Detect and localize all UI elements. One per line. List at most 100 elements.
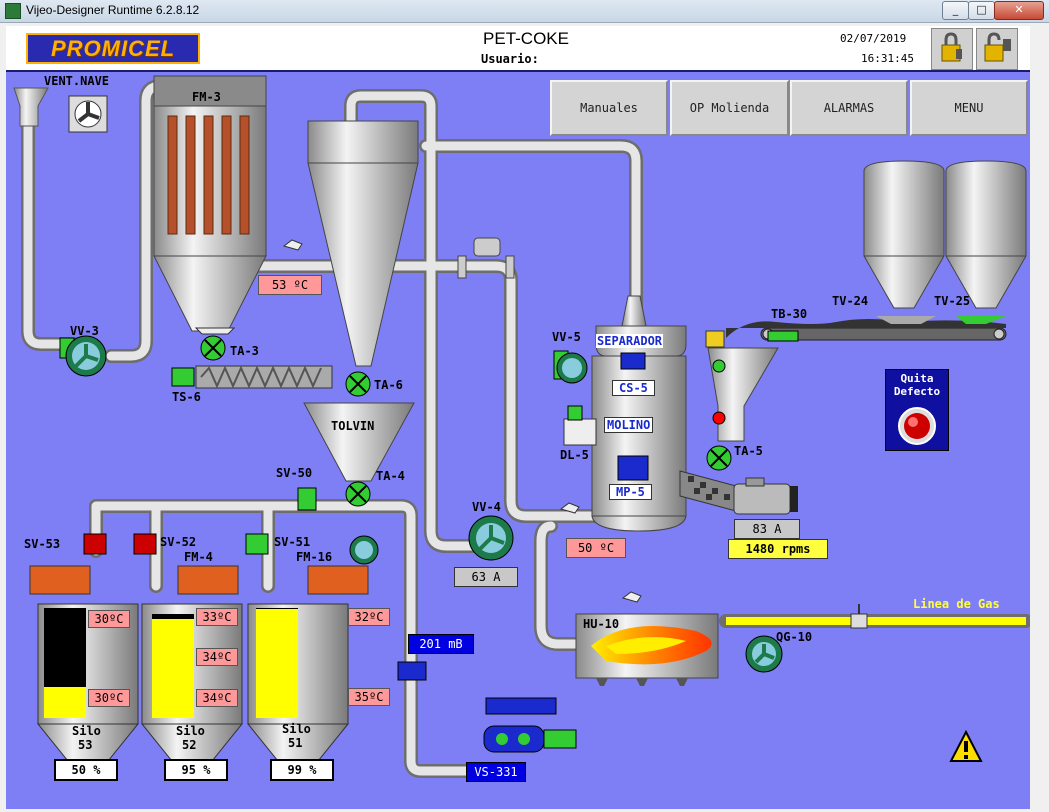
- silo51-number: 51: [288, 736, 303, 750]
- motor-mp5[interactable]: [733, 477, 798, 515]
- quita-defecto-label: Quita Defecto: [893, 372, 941, 398]
- temperature-sensors: [282, 239, 642, 603]
- temp-fm3-value: 53 ºC: [258, 275, 322, 295]
- fan-vv4[interactable]: [468, 515, 514, 561]
- current-time: 16:31:45: [861, 52, 914, 65]
- fan-qg10[interactable]: [745, 635, 783, 673]
- temp-separator-value: 50 ºC: [566, 538, 626, 558]
- amps-vv4-value: 63 A: [454, 567, 518, 587]
- label-ts6: TS-6: [172, 390, 201, 404]
- pressure-transmitter: [397, 661, 427, 681]
- valve-sv53[interactable]: [83, 533, 107, 555]
- rpm-mp5-value: 1480 rpms: [728, 539, 828, 559]
- rotary-valves[interactable]: [194, 327, 732, 507]
- logout-lock-button[interactable]: [976, 28, 1018, 70]
- op-molienda-button[interactable]: OP Molienda: [670, 80, 789, 136]
- page-title: PET-COKE: [483, 29, 569, 48]
- manuales-button[interactable]: Manuales: [550, 80, 668, 136]
- silo52-temp-top: 33ºC: [196, 608, 238, 626]
- silo52-number: 52: [182, 738, 197, 752]
- label-dl5: DL-5: [560, 448, 589, 462]
- silo51-name: Silo: [282, 722, 311, 736]
- silo52-percent: 95 %: [164, 759, 228, 781]
- menu-button[interactable]: MENU: [910, 80, 1028, 136]
- silo51-temp-top: 32ºC: [348, 608, 390, 626]
- app-icon: [5, 3, 21, 19]
- label-molino: MOLINO: [604, 417, 654, 433]
- label-qg10: QG-10: [776, 630, 813, 644]
- storage-silos: [863, 160, 1027, 324]
- silo53-number: 53: [78, 738, 93, 752]
- label-tolvin: TOLVIN: [331, 419, 375, 433]
- pressure-value: 201 mB: [408, 634, 474, 654]
- valve-sv52[interactable]: [133, 533, 157, 555]
- label-tv25: TV-25: [934, 294, 971, 308]
- maximize-button[interactable]: □: [968, 1, 995, 20]
- label-mp5: MP-5: [609, 484, 652, 500]
- tolvin-hopper: [303, 402, 415, 482]
- fan-vv3[interactable]: [59, 335, 107, 377]
- current-date: 02/07/2019: [840, 32, 907, 45]
- label-fm3: FM-3: [192, 90, 221, 104]
- amps-mp5-value: 83 A: [734, 519, 800, 539]
- label-vv4: VV-4: [472, 500, 501, 514]
- device-dl5[interactable]: [563, 405, 597, 446]
- login-lock-button[interactable]: [931, 28, 973, 70]
- vent-stack: [13, 87, 49, 127]
- valve-sv50[interactable]: [297, 487, 317, 511]
- motor-ts6[interactable]: [171, 367, 195, 387]
- label-ta6: TA-6: [374, 378, 403, 392]
- fan-vv5[interactable]: [553, 350, 588, 384]
- label-separador: SEPARADOR: [596, 334, 664, 348]
- silo52-name: Silo: [176, 724, 205, 738]
- silo53-percent: 50 %: [54, 759, 118, 781]
- valve-sv51[interactable]: [245, 533, 269, 555]
- minimize-button[interactable]: _: [942, 1, 969, 20]
- label-ta4: TA-4: [376, 469, 405, 483]
- window-title: Vijeo-Designer Runtime 6.2.8.12: [26, 3, 200, 17]
- label-sv53: SV-53: [24, 537, 61, 551]
- cyclone: [307, 120, 419, 164]
- warning-icon[interactable]: [949, 730, 983, 764]
- close-button[interactable]: ✕: [994, 1, 1044, 20]
- alarmas-button[interactable]: ALARMAS: [790, 80, 908, 136]
- pump-vs331[interactable]: [483, 697, 577, 753]
- belt-tb30: [726, 319, 1007, 342]
- label-sv50: SV-50: [276, 466, 313, 480]
- title-bar: Vijeo-Designer Runtime 6.2.8.12 _ □ ✕: [0, 0, 1049, 23]
- silo53-name: Silo: [72, 724, 101, 738]
- label-vs331: VS-331: [466, 762, 526, 782]
- header-bar: PROMICEL PET-COKE Usuario: 02/07/2019 16…: [6, 26, 1030, 72]
- silo-filters: [29, 565, 369, 595]
- quita-defecto-button[interactable]: Quita Defecto: [885, 369, 949, 451]
- hmi-screen: PROMICEL PET-COKE Usuario: 02/07/2019 16…: [6, 26, 1030, 809]
- label-hu10: HU-10: [583, 617, 620, 631]
- fan-fm16[interactable]: [349, 535, 379, 565]
- label-cs5: CS-5: [612, 380, 655, 396]
- silo51-temp-bottom: 35ºC: [348, 688, 390, 706]
- gas-valve[interactable]: [850, 604, 868, 629]
- label-vent-nave: VENT.NAVE: [44, 74, 110, 88]
- label-linea-gas: Linea de Gas: [913, 597, 1000, 611]
- silo51-percent: 99 %: [270, 759, 334, 781]
- silo52-temp-mid: 34ºC: [196, 648, 238, 666]
- process-diagram: [13, 75, 1030, 778]
- unlock-icon: [984, 32, 1011, 62]
- label-tv24: TV-24: [832, 294, 869, 308]
- label-sv51: SV-51: [274, 535, 311, 549]
- label-ta5: TA-5: [734, 444, 763, 458]
- label-fm4: FM-4: [184, 550, 213, 564]
- pipe-flanges: [457, 237, 515, 279]
- label-sv52: SV-52: [160, 535, 197, 549]
- burner-hu10: [575, 613, 719, 686]
- silo53-temp-bottom: 30ºC: [88, 689, 130, 707]
- label-tb30: TB-30: [771, 307, 808, 321]
- reset-button-icon: [898, 407, 936, 445]
- user-label: Usuario:: [481, 52, 539, 66]
- label-fm16: FM-16: [296, 550, 333, 564]
- silo-53: [36, 603, 140, 767]
- label-vv5: VV-5: [552, 330, 581, 344]
- label-ta3: TA-3: [230, 344, 259, 358]
- silo53-temp-top: 30ºC: [88, 610, 130, 628]
- lock-icon: [941, 32, 962, 62]
